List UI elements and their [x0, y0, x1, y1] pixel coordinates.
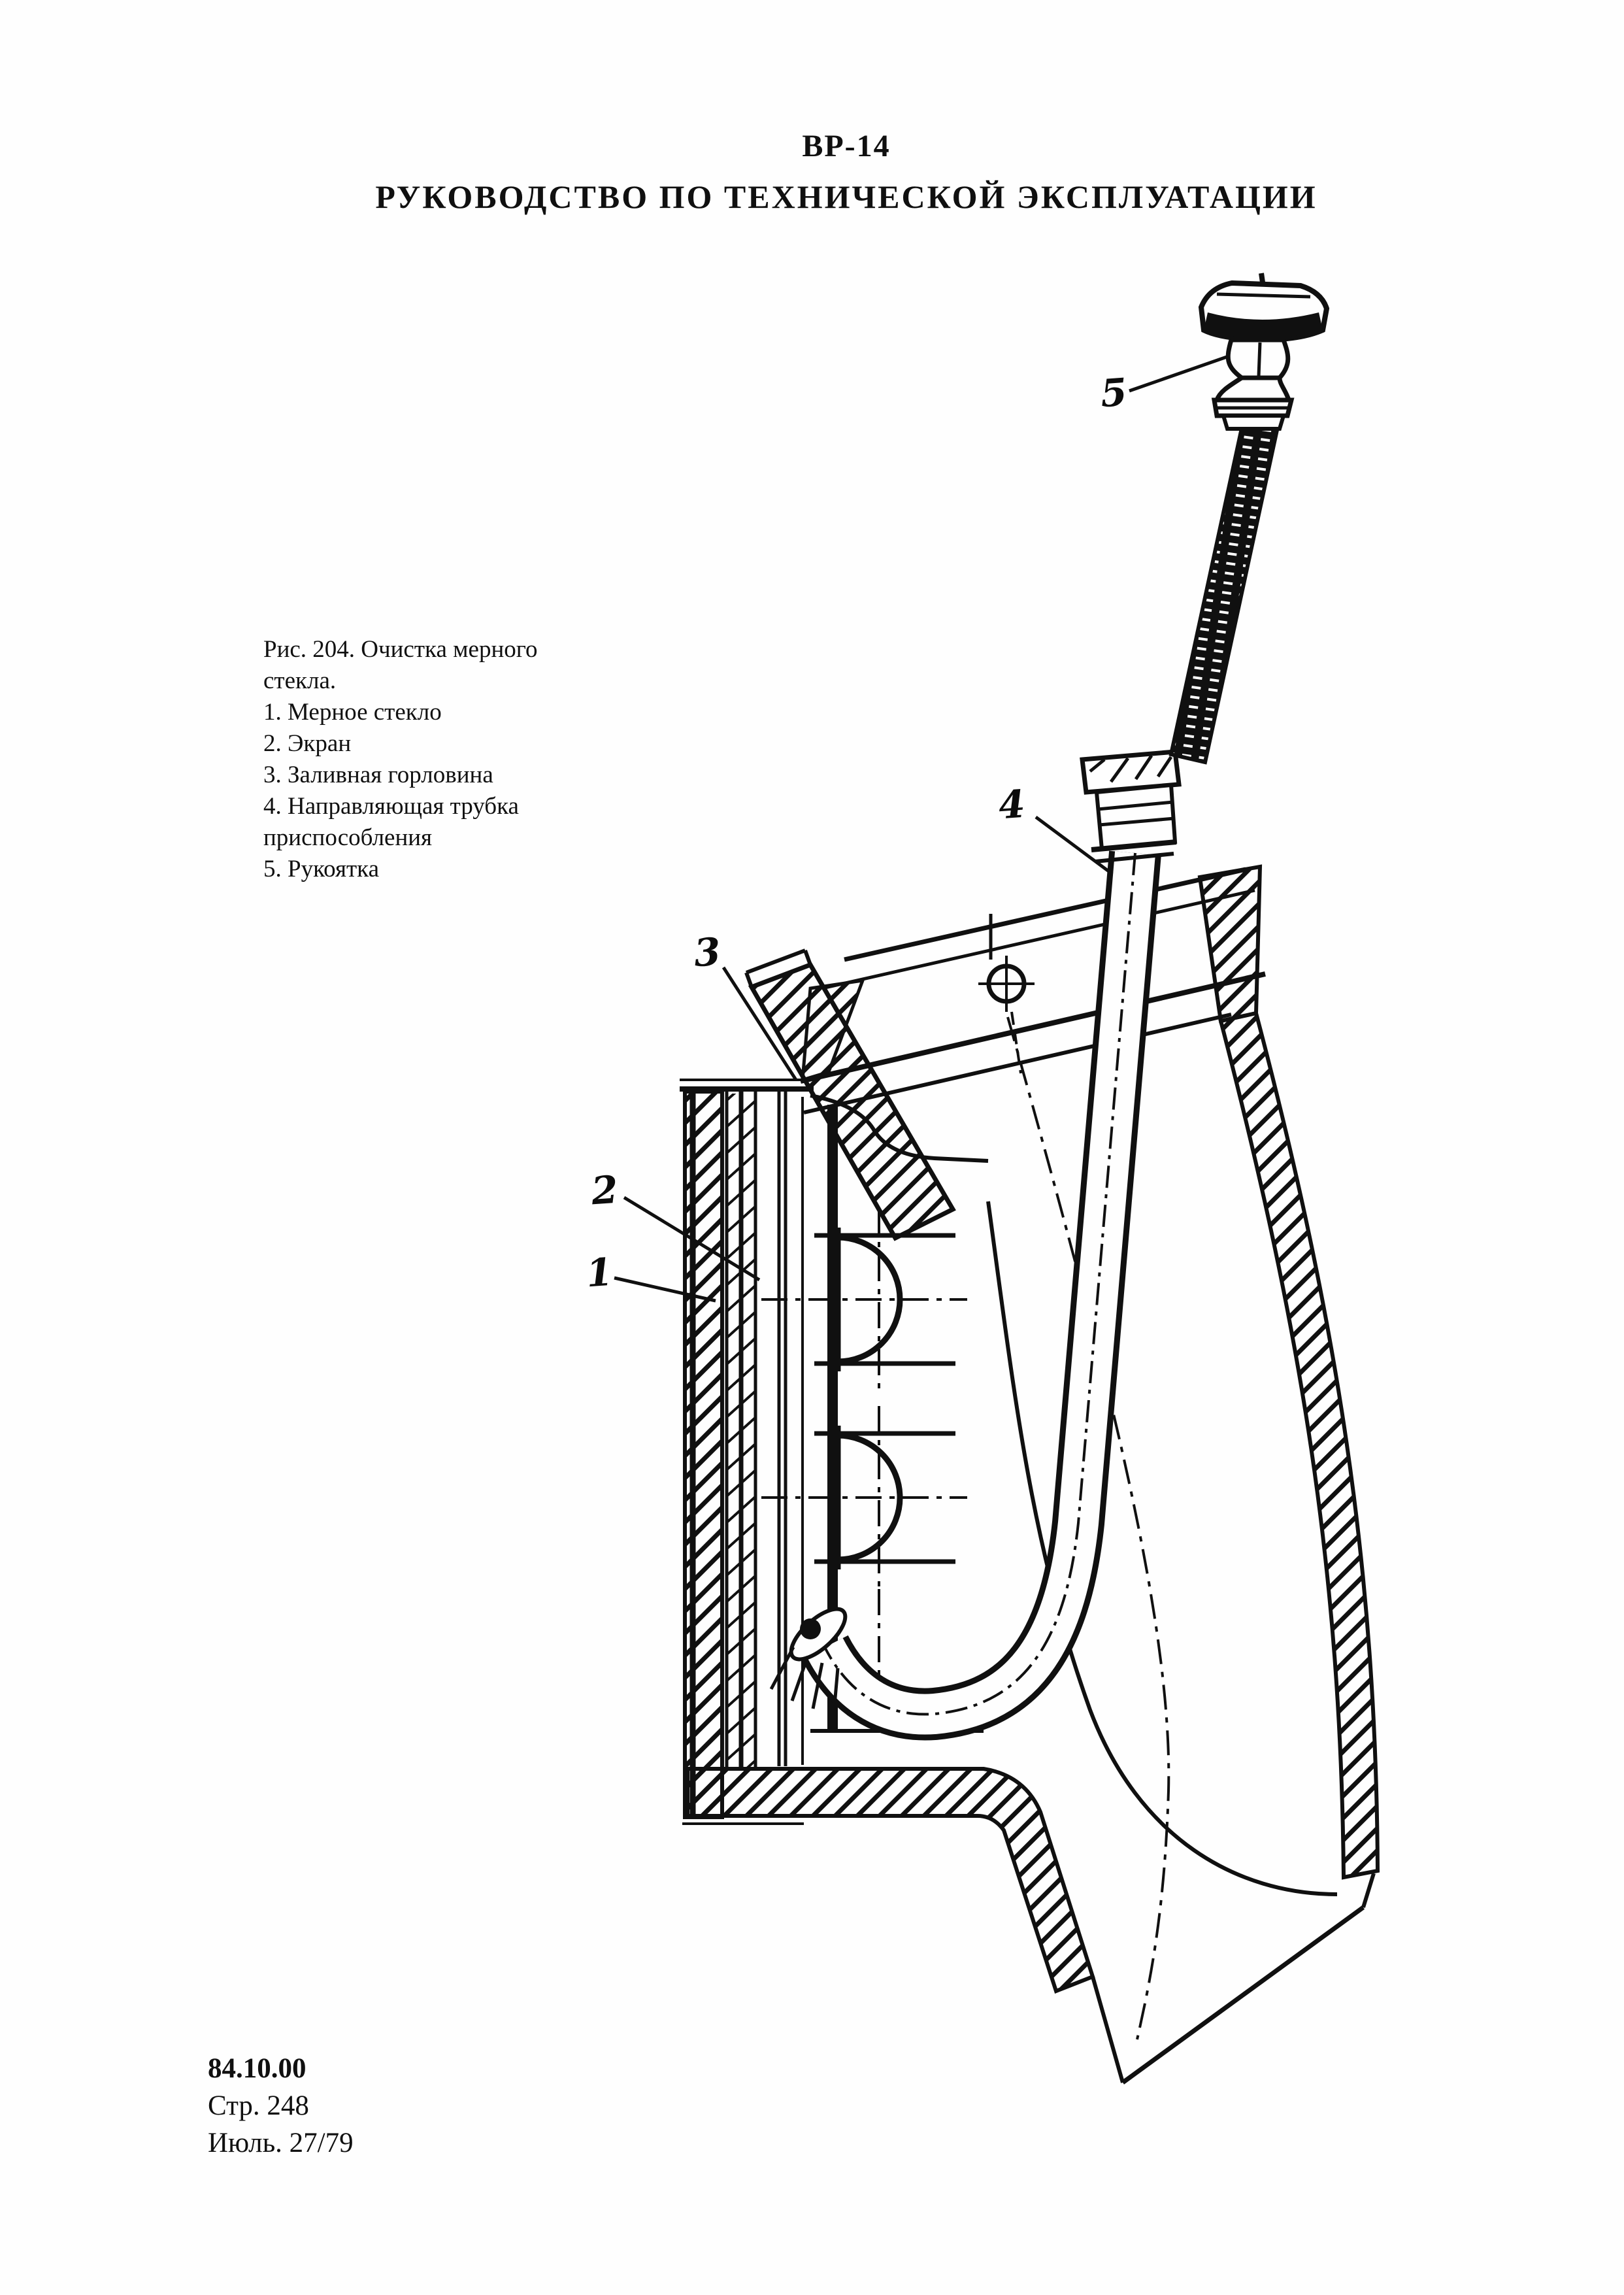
legend-item-5: 5. Рукоятка [263, 856, 379, 882]
document-model-code: ВР-14 [802, 129, 891, 163]
legend-item-2: 2. Экран [263, 730, 352, 757]
footer-date: Июль. 27/79 [208, 2128, 354, 2158]
callout-3: 3 [692, 929, 722, 976]
screen-holes [761, 1208, 967, 1700]
tube-centerline [823, 852, 1136, 1716]
sight-glass-strip [725, 1092, 757, 1769]
threaded-rod [1168, 420, 1280, 765]
screen-hole-upper [761, 1208, 967, 1391]
callout-1: 1 [584, 1249, 614, 1296]
leader-5 [1129, 354, 1229, 393]
callout-4: 4 [997, 781, 1027, 828]
tank-inner-contour [986, 1201, 1338, 1896]
tank-bottom-spout [682, 1767, 1365, 2085]
rim-corner-section [1197, 864, 1263, 1024]
tank-right-wall [1218, 1011, 1380, 1908]
union-nut [1080, 749, 1182, 863]
caption-line: Рис. 204. Очистка мерного [263, 636, 538, 663]
handle-knob [1198, 273, 1330, 431]
figure-caption: Рис. 204. Очистка мерного стекла. 1. Мер… [263, 634, 538, 885]
filler-neck [744, 948, 956, 1241]
tube-mouth [769, 1607, 848, 1713]
callout-5: 5 [1099, 369, 1129, 416]
screen-hole-lower [761, 1406, 967, 1700]
guide-tube [769, 850, 1161, 1741]
footer-page-number: Стр. 248 [208, 2090, 309, 2121]
legend-item-3: 3. Заливная горловина [263, 762, 493, 788]
callout-2: 2 [589, 1167, 620, 1214]
leader-4 [1035, 815, 1114, 876]
tank-rim [800, 864, 1266, 1114]
caption-line: стекла. [263, 667, 337, 694]
leader-3 [721, 966, 798, 1081]
leader-lines [614, 354, 1229, 1303]
legend-item-1: 1. Мерное стекло [263, 699, 442, 726]
leader-2 [623, 1196, 761, 1282]
leader-1 [614, 1276, 716, 1303]
page-title: РУКОВОДСТВО ПО ТЕХНИЧЕСКОЙ ЭКСПЛУАТАЦИИ [375, 178, 1317, 215]
sight-glass-panel [680, 1079, 989, 1819]
page-footer: 84.10.00 Стр. 248 Июль. 27/79 [208, 2050, 354, 2162]
footer-section-code: 84.10.00 [208, 2053, 307, 2084]
legend-item-4: 4. Направляющая трубка [263, 793, 519, 820]
legend-item-4b: приспособления [263, 824, 433, 851]
